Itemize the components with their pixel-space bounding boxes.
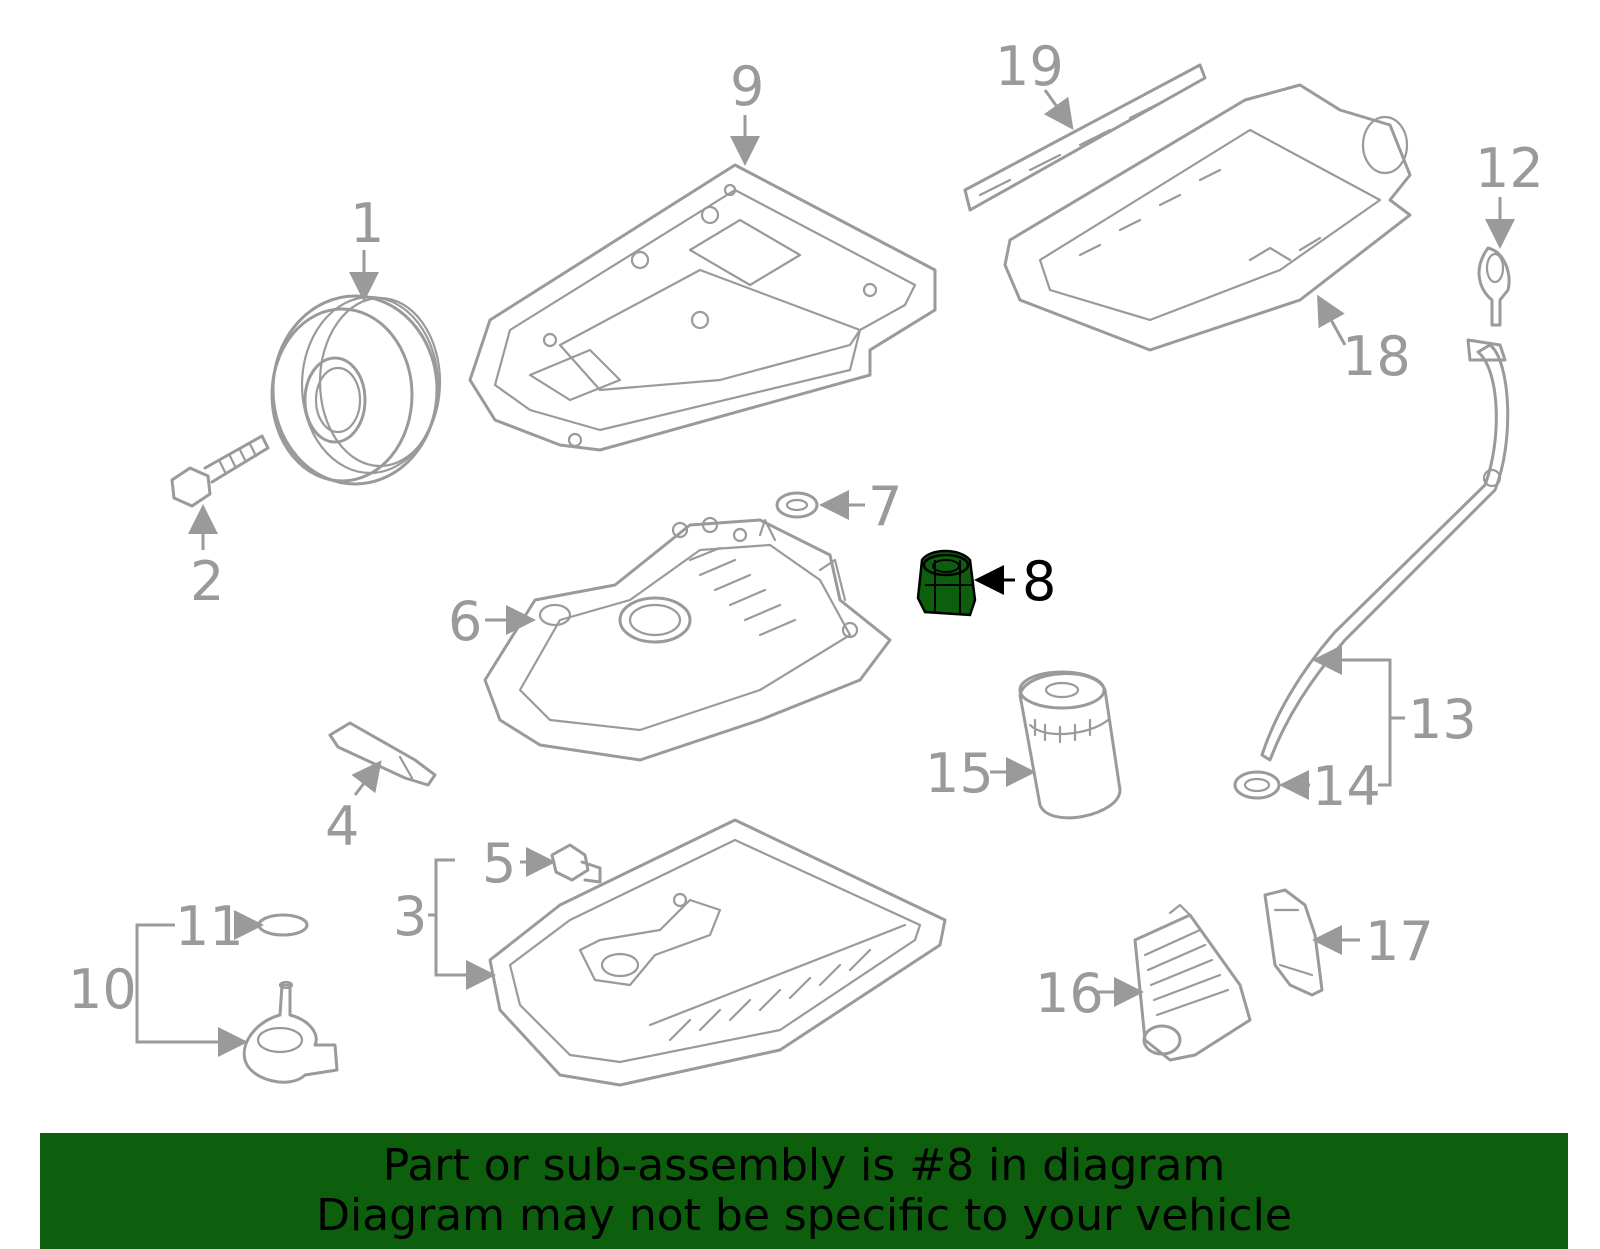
callout-3: 3 xyxy=(393,885,427,948)
part-11-o-ring xyxy=(257,913,309,937)
callout-15: 15 xyxy=(925,742,994,805)
banner-line-2: Diagram may not be specific to your vehi… xyxy=(316,1190,1292,1241)
banner-line-1: Part or sub-assembly is #8 in diagram xyxy=(382,1140,1226,1191)
part-5-drain-plug xyxy=(550,843,602,884)
callout-4: 4 xyxy=(325,795,359,858)
callout-12: 12 xyxy=(1475,137,1544,200)
part-15-oil-filter xyxy=(1018,670,1122,820)
callout-11: 11 xyxy=(175,895,244,958)
callout-18: 18 xyxy=(1342,325,1411,388)
part-18-baffle xyxy=(1003,83,1412,352)
part-9-upper-oil-pan xyxy=(468,163,937,452)
part-2-bolt xyxy=(170,434,270,508)
callout-2: 2 xyxy=(190,550,224,613)
callout-8: 8 xyxy=(1022,550,1056,613)
part-7-seal-ring xyxy=(775,491,819,519)
callout-19: 19 xyxy=(995,35,1064,98)
callout-5: 5 xyxy=(482,832,516,895)
callout-6: 6 xyxy=(448,590,482,653)
part-8-highlighted xyxy=(916,549,977,617)
part-1-pulley xyxy=(270,294,442,486)
part-17-gasket-plate xyxy=(1263,888,1324,997)
callout-1: 1 xyxy=(350,192,384,255)
callout-9: 9 xyxy=(730,55,764,118)
callout-17: 17 xyxy=(1365,910,1434,973)
part-16-oil-cooler xyxy=(1133,903,1252,1062)
part-10-oil-level-sensor xyxy=(242,980,339,1084)
callout-14: 14 xyxy=(1312,755,1381,818)
callout-7: 7 xyxy=(868,475,902,538)
part-19-gasket xyxy=(963,63,1207,212)
callout-10: 10 xyxy=(68,958,137,1021)
part-6-oil-pan-section xyxy=(483,516,892,762)
part-4-sealant-tube xyxy=(328,721,437,787)
callout-13: 13 xyxy=(1408,688,1477,751)
part-14-o-ring xyxy=(1233,770,1281,800)
callout-16: 16 xyxy=(1035,962,1104,1025)
part-12-dipstick-handle xyxy=(1477,246,1511,327)
part-3-lower-oil-pan xyxy=(488,818,947,1087)
info-banner: Part or sub-assembly is #8 in diagram Di… xyxy=(40,1133,1568,1249)
part-13-dipstick-tube xyxy=(1260,338,1510,762)
